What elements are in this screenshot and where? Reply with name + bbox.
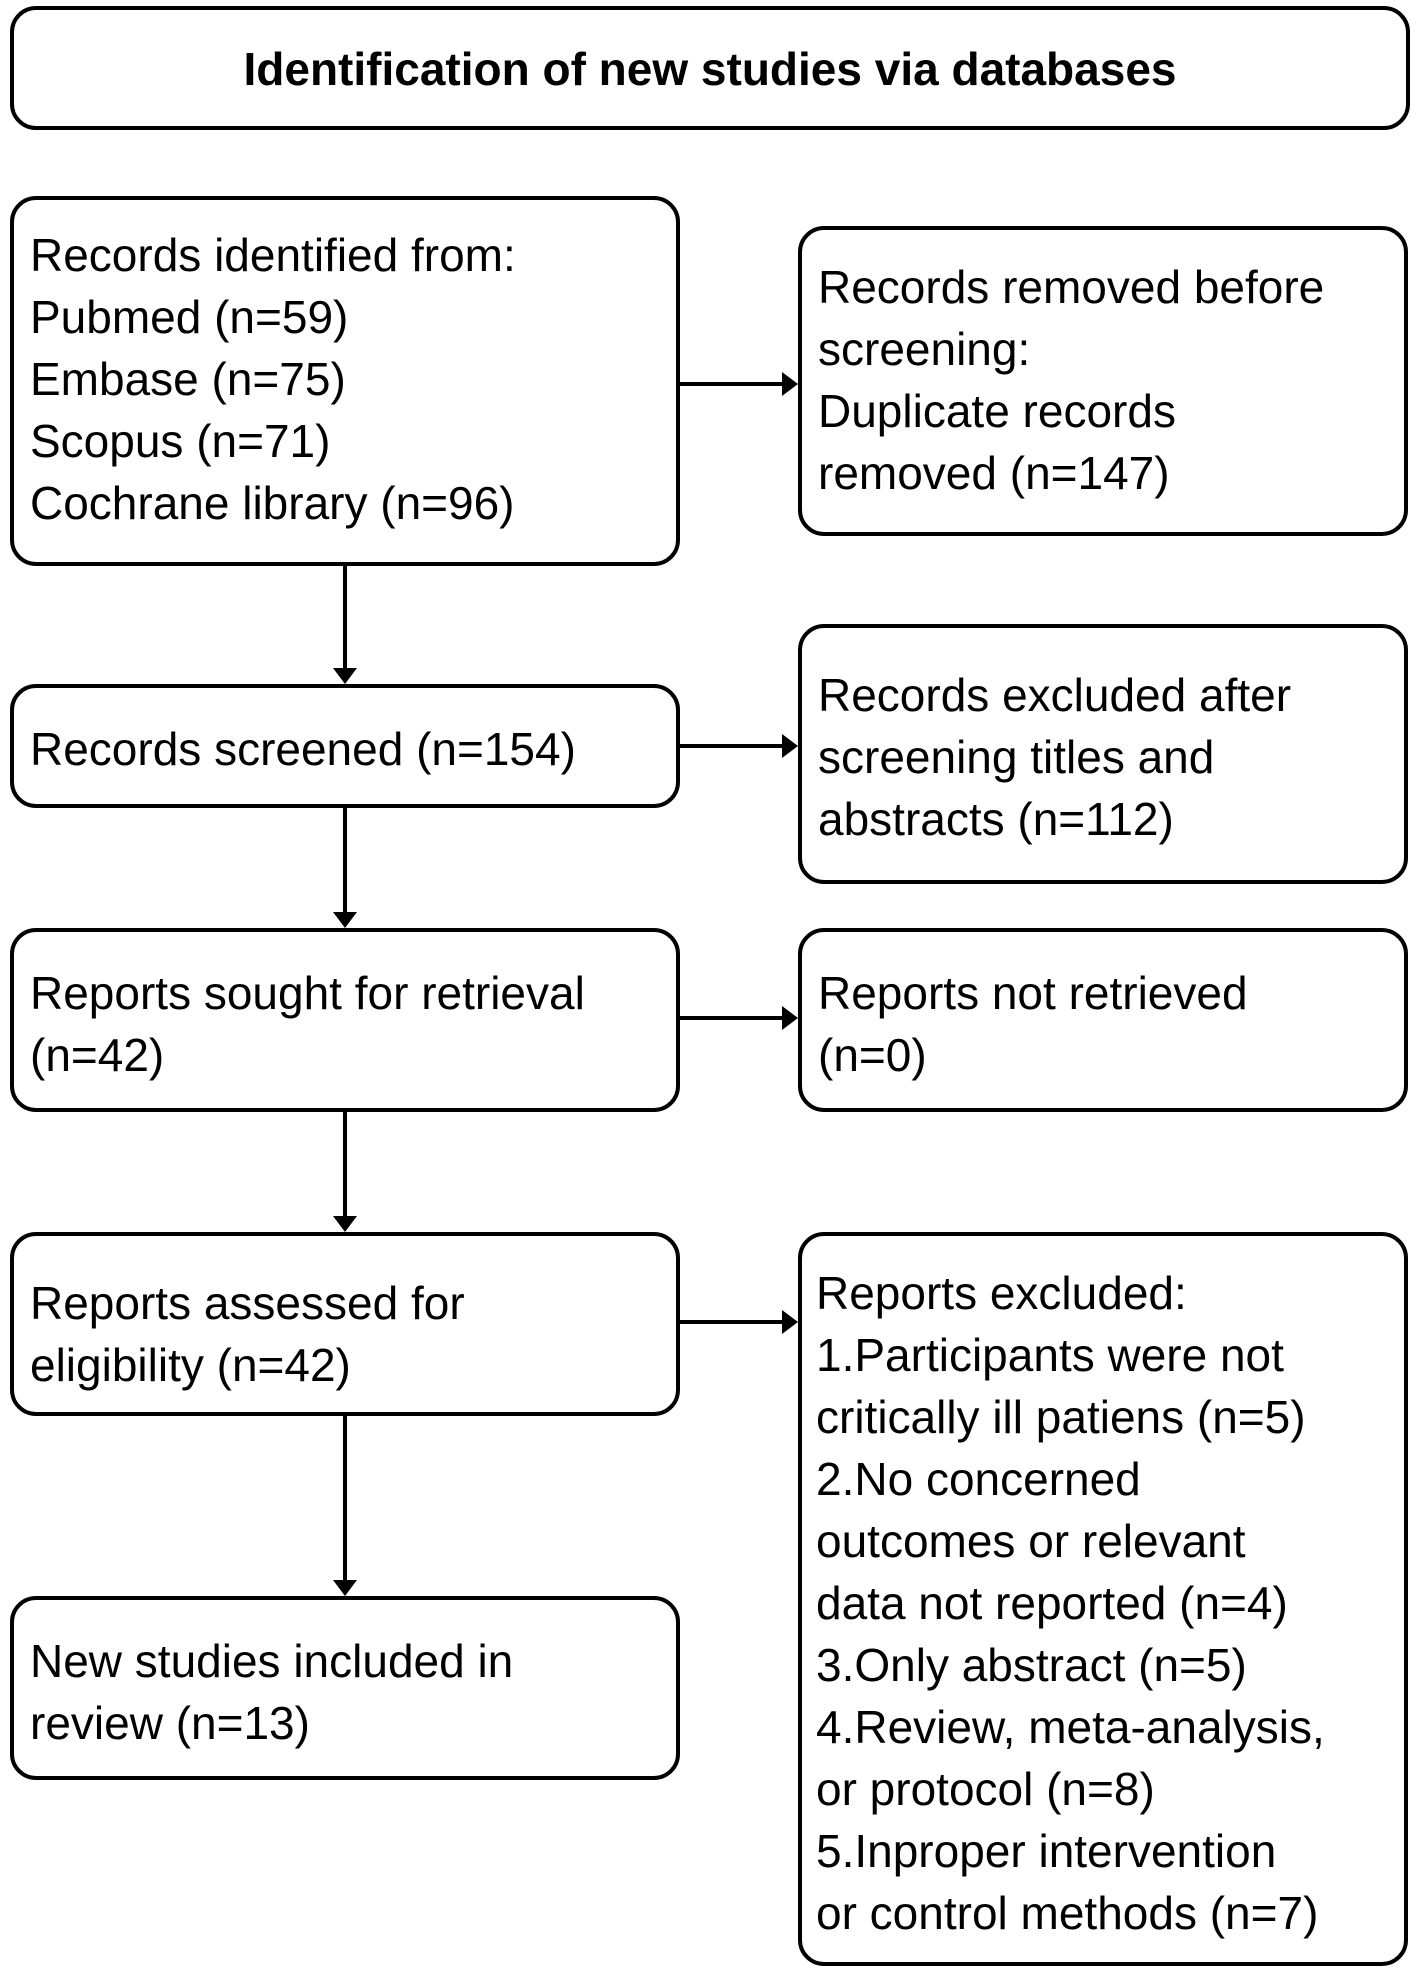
- records-excluded-line: abstracts (n=112): [818, 793, 1174, 845]
- reports-not-retrieved-line: Reports not retrieved: [818, 967, 1248, 1019]
- records-screened-line: Records screened (n=154): [30, 723, 576, 775]
- reports-excluded-line: 5.Inproper intervention: [816, 1825, 1277, 1877]
- arrowhead-right: [782, 1006, 798, 1030]
- arrowhead-right: [782, 1310, 798, 1334]
- arrowhead-right: [782, 734, 798, 758]
- records-identified-line: Pubmed (n=59): [30, 291, 349, 343]
- arrowhead-down: [333, 912, 357, 928]
- reports-not-retrieved-box: Reports not retrieved (n=0): [798, 928, 1408, 1112]
- reports-sought-line: (n=42): [30, 1029, 165, 1081]
- records-identified-line: Embase (n=75): [30, 353, 346, 405]
- records-excluded-box: Records excluded after screening titles …: [798, 624, 1408, 884]
- records-identified-line: Scopus (n=71): [30, 415, 331, 467]
- arrowhead-down: [333, 1580, 357, 1596]
- records-removed-line: screening:: [818, 323, 1031, 375]
- reports-excluded-line: outcomes or relevant: [816, 1515, 1246, 1567]
- records-removed-line: removed (n=147): [818, 447, 1170, 499]
- records-screened-box: Records screened (n=154): [10, 684, 680, 808]
- arrowhead-down: [333, 668, 357, 684]
- reports-excluded-line: or protocol (n=8): [816, 1763, 1155, 1815]
- reports-excluded-line: data not reported (n=4): [816, 1577, 1288, 1629]
- records-identified-line: Records identified from:: [30, 229, 516, 281]
- studies-included-line: New studies included in: [30, 1635, 514, 1687]
- reports-excluded-line: or control methods (n=7): [816, 1887, 1319, 1939]
- header-title: Identification of new studies via databa…: [243, 43, 1177, 95]
- reports-sought-box: Reports sought for retrieval (n=42): [10, 928, 680, 1112]
- reports-assessed-line: eligibility (n=42): [30, 1339, 351, 1391]
- records-excluded-line: screening titles and: [818, 731, 1215, 783]
- records-removed-line: Records removed before: [818, 261, 1325, 313]
- arrowhead-down: [333, 1216, 357, 1232]
- reports-assessed-line: Reports assessed for: [30, 1277, 465, 1329]
- reports-assessed-box: Reports assessed for eligibility (n=42): [10, 1232, 680, 1416]
- arrowhead-right: [782, 372, 798, 396]
- studies-included-box: New studies included in review (n=13): [10, 1596, 680, 1780]
- reports-excluded-line: 2.No concerned: [816, 1453, 1141, 1505]
- header-box: Identification of new studies via databa…: [10, 6, 1410, 130]
- reports-excluded-line: 3.Only abstract (n=5): [816, 1639, 1247, 1691]
- reports-sought-line: Reports sought for retrieval: [30, 967, 585, 1019]
- records-identified-box: Records identified from: Pubmed (n=59) E…: [10, 196, 680, 566]
- reports-excluded-line: 1.Participants were not: [816, 1329, 1284, 1381]
- records-excluded-line: Records excluded after: [818, 669, 1292, 721]
- records-identified-line: Cochrane library (n=96): [30, 477, 515, 529]
- reports-excluded-line: 4.Review, meta-analysis,: [816, 1701, 1325, 1753]
- records-removed-line: Duplicate records: [818, 385, 1176, 437]
- records-removed-box: Records removed before screening: Duplic…: [798, 226, 1408, 536]
- reports-not-retrieved-line: (n=0): [818, 1029, 927, 1081]
- reports-excluded-line: Reports excluded:: [816, 1267, 1187, 1319]
- reports-excluded-line: critically ill patiens (n=5): [816, 1391, 1306, 1443]
- reports-excluded-box: Reports excluded: 1.Participants were no…: [798, 1232, 1408, 1966]
- studies-included-line: review (n=13): [30, 1697, 310, 1749]
